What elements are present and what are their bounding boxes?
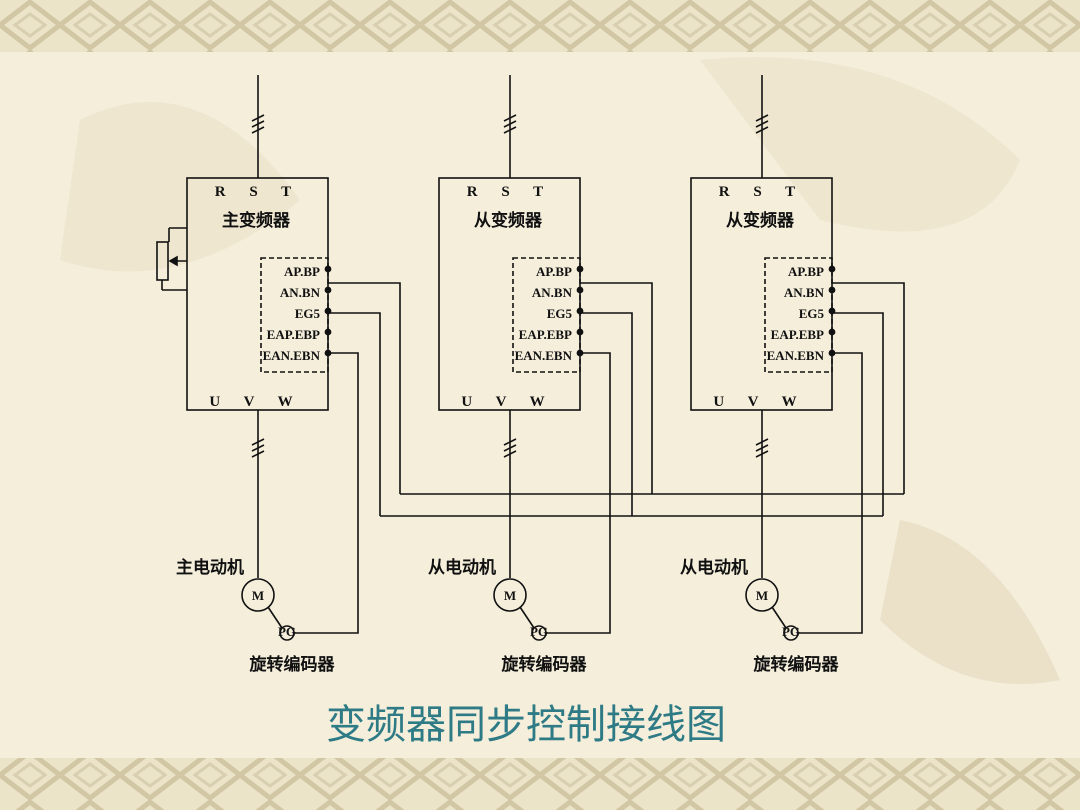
- three-phase-tick: [503, 444, 517, 452]
- three-phase-tick: [503, 120, 517, 128]
- terminal-label: EAN.EBN: [767, 348, 825, 363]
- three-phase-tick: [503, 450, 517, 458]
- sync-wire-a: [832, 282, 905, 494]
- terminal-label: AP.BP: [788, 264, 824, 279]
- three-phase-tick: [503, 114, 517, 122]
- terminal-label: AP.BP: [536, 264, 572, 279]
- motor-symbol-text: M: [252, 588, 264, 603]
- terminal-label: AP.BP: [284, 264, 320, 279]
- three-phase-tick: [251, 126, 265, 134]
- top-border: [0, 0, 1080, 52]
- input-terminals-label: R S T: [215, 184, 301, 200]
- terminal-label: EG5: [295, 306, 321, 321]
- terminal-dot: [576, 328, 584, 336]
- three-phase-tick: [503, 438, 517, 446]
- sync-wire-b: [328, 312, 381, 516]
- terminal-dot: [324, 265, 332, 273]
- terminal-label: EG5: [547, 306, 573, 321]
- terminal-label: AN.BN: [784, 285, 825, 300]
- sync-wire-a: [580, 282, 653, 494]
- potentiometer: [156, 227, 187, 291]
- terminal-label: EAP.EBP: [771, 327, 824, 342]
- terminal-dot: [324, 286, 332, 294]
- terminal-label: EG5: [799, 306, 825, 321]
- encoder-feedback-wire: [546, 352, 611, 634]
- three-phase-tick: [251, 114, 265, 122]
- encoder-symbol-text: PG: [278, 624, 296, 639]
- sync-bus-wires: [380, 493, 904, 517]
- encoder-symbol-text: PG: [530, 624, 548, 639]
- pot-wiper-arrow: [168, 255, 178, 267]
- terminal-dot: [576, 286, 584, 294]
- motor-label: 主电动机: [176, 557, 244, 578]
- three-phase-tick: [251, 120, 265, 128]
- motor-symbol: [493, 578, 527, 612]
- motor-label: 从电动机: [428, 557, 496, 578]
- terminal-label: EAN.EBN: [263, 348, 321, 363]
- terminal-label: AN.BN: [532, 285, 573, 300]
- terminal-label: EAN.EBN: [515, 348, 573, 363]
- motor-symbol-text: M: [504, 588, 516, 603]
- terminal-label: EAP.EBP: [519, 327, 572, 342]
- encoder-label: 旋转编码器: [501, 654, 588, 675]
- bottom-border: [0, 758, 1080, 810]
- ink-wash-decoration: [60, 102, 300, 272]
- encoder-symbol-text: PG: [782, 624, 800, 639]
- sync-wire-b: [832, 312, 884, 516]
- terminal-dot: [828, 265, 836, 273]
- terminal-block: [260, 257, 329, 373]
- three-phase-tick: [755, 444, 769, 452]
- encoder-label: 旋转编码器: [753, 654, 840, 675]
- three-phase-tick: [251, 450, 265, 458]
- terminal-dot: [324, 328, 332, 336]
- three-phase-tick: [503, 126, 517, 134]
- three-phase-tick: [251, 438, 265, 446]
- motor-symbol-text: M: [756, 588, 768, 603]
- terminal-block: [512, 257, 581, 373]
- inverter-title: 从变频器: [474, 210, 543, 231]
- motor-symbol: [241, 578, 275, 612]
- input-terminals-label: R S T: [719, 184, 805, 200]
- sync-wire-a: [328, 282, 401, 494]
- three-phase-tick: [755, 120, 769, 128]
- three-phase-tick: [755, 450, 769, 458]
- three-phase-tick: [755, 114, 769, 122]
- inverter-title: 从变频器: [726, 210, 795, 231]
- terminal-label: AN.BN: [280, 285, 321, 300]
- output-terminals-label: U V W: [461, 394, 554, 410]
- output-terminals-label: U V W: [713, 394, 806, 410]
- encoder-shaft: [267, 606, 283, 629]
- terminal-label: EAP.EBP: [267, 327, 320, 342]
- input-terminals-label: R S T: [467, 184, 553, 200]
- encoder-feedback-wire: [798, 352, 863, 634]
- encoder-shaft: [519, 606, 535, 629]
- terminal-dot: [828, 328, 836, 336]
- three-phase-tick: [251, 444, 265, 452]
- three-phase-tick: [755, 438, 769, 446]
- ink-wash-decoration: [700, 57, 1020, 232]
- ink-wash-decoration: [880, 520, 1060, 684]
- terminal-block: [764, 257, 833, 373]
- inverter-title: 主变频器: [222, 210, 291, 231]
- output-terminals-label: U V W: [209, 394, 302, 410]
- three-phase-tick: [755, 126, 769, 134]
- terminal-dot: [576, 265, 584, 273]
- motor-label: 从电动机: [680, 557, 748, 578]
- sync-wire-b: [580, 312, 633, 516]
- encoder-label: 旋转编码器: [249, 654, 336, 675]
- motor-symbol: [745, 578, 779, 612]
- diagram-caption: 变频器同步控制接线图: [326, 702, 726, 748]
- encoder-feedback-wire: [294, 352, 359, 634]
- terminal-dot: [828, 286, 836, 294]
- encoder-shaft: [771, 606, 787, 629]
